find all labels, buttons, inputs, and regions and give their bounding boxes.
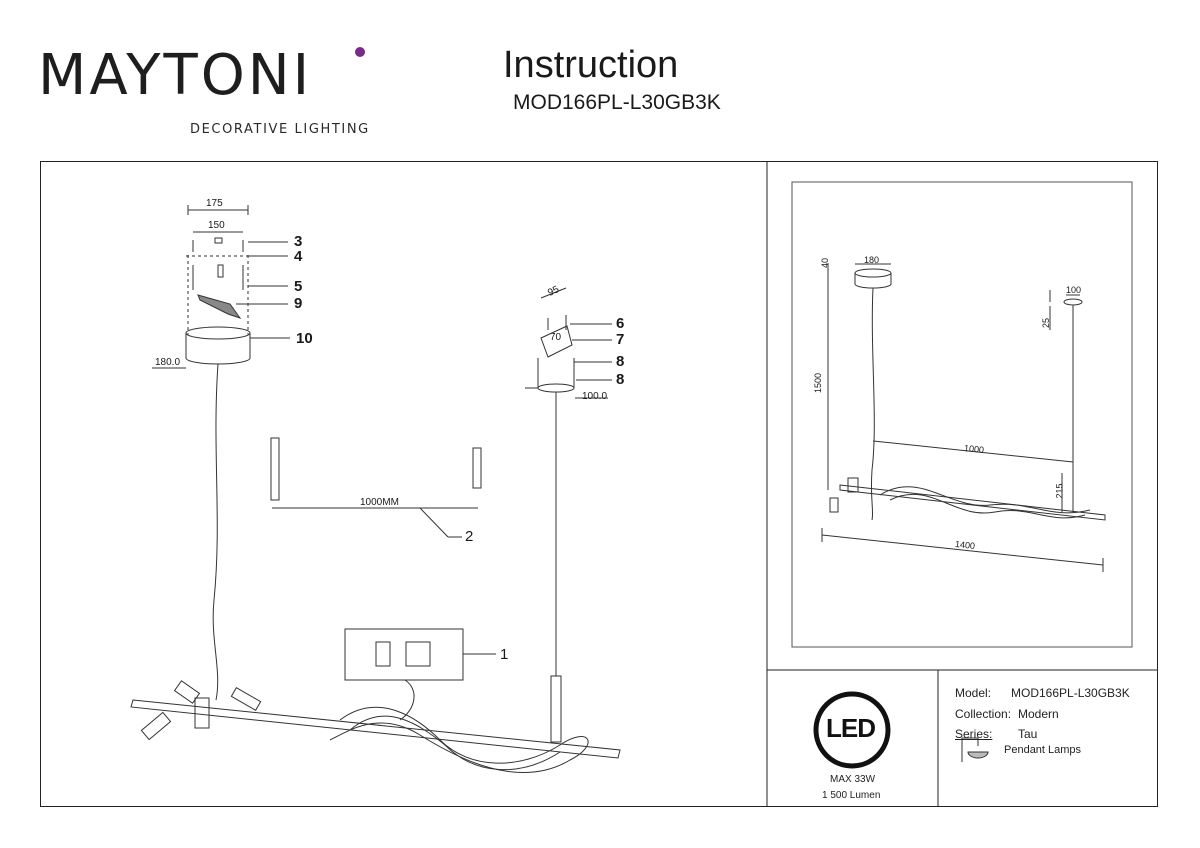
dim-small-canopy: 100	[1066, 285, 1082, 295]
lamp-type: Pendant Lamps	[1004, 744, 1082, 756]
callout-6: 6	[616, 315, 625, 332]
power-rating: MAX 33W	[830, 774, 876, 785]
dim-spacing: 1000	[963, 442, 985, 456]
model-value: MOD166PL-L30GB3K	[1011, 686, 1130, 700]
dim-bar-length: 1000MM	[360, 497, 399, 508]
callout-8b: 8	[616, 371, 625, 388]
series-label: Series:	[955, 727, 993, 741]
dim-canopy-inner: 150	[208, 220, 225, 231]
dim-offset: 215	[1054, 483, 1065, 499]
pendant-lamp-icon	[961, 737, 989, 762]
collection-label: Collection:	[955, 707, 1012, 721]
collection-value: Modern	[1018, 707, 1059, 721]
callout-7: 7	[616, 331, 625, 348]
brand-tagline: DECORATIVE LIGHTING	[190, 122, 370, 137]
callout-3: 3	[294, 233, 303, 250]
drawing-frame	[40, 161, 1158, 807]
model-number: MOD166PL-L30GB3K	[513, 91, 721, 114]
dim-canopy: 180	[864, 255, 880, 265]
dim-canopy-height: 40	[820, 257, 831, 269]
led-badge	[813, 691, 891, 769]
dim-small-diameter: 100.0	[582, 391, 608, 402]
brand-logo: MAYTONI	[38, 48, 368, 138]
dim-total-length: 1400	[954, 538, 976, 552]
callout-10: 10	[296, 330, 313, 347]
callout-4: 4	[294, 248, 303, 265]
model-label: Model:	[955, 686, 992, 700]
dim-drop-height: 1500	[813, 372, 824, 394]
led-badge-text: LED	[826, 713, 876, 743]
callout-5: 5	[294, 278, 303, 295]
callout-1: 1	[500, 646, 509, 663]
lumen-output: 1 500 Lumen	[822, 790, 881, 801]
callout-2: 2	[465, 528, 474, 545]
dim-small-canopy-height: 25	[1041, 317, 1052, 329]
dim-canopy-outer: 175	[206, 198, 223, 209]
brand-name: MAYTONI	[38, 43, 313, 108]
callout-8a: 8	[616, 353, 625, 370]
dim-canopy-diameter: 180.0	[155, 357, 181, 368]
dim-small-height: 70	[550, 332, 562, 343]
series-value: Tau	[1018, 727, 1038, 741]
logo-accent-dot	[355, 47, 365, 57]
assembly-drawing	[130, 205, 621, 774]
dimension-drawing	[821, 263, 1106, 572]
callout-9: 9	[294, 295, 303, 312]
page-title: Instruction	[503, 44, 679, 86]
